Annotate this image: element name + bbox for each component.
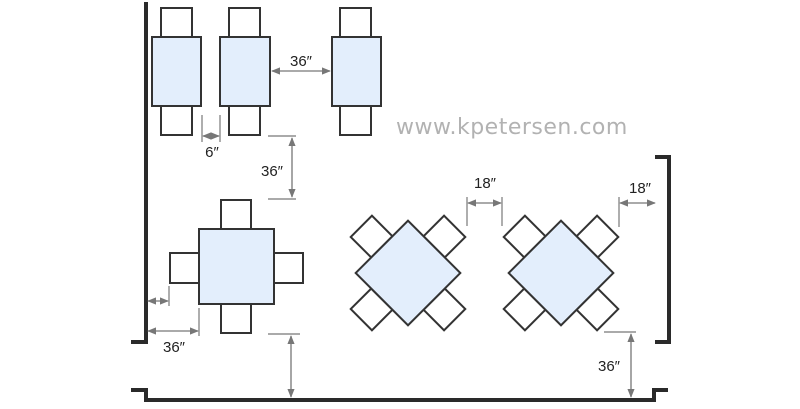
chair (228, 105, 261, 136)
square-table (198, 228, 275, 305)
dimension-chair-gap: 6″ (201, 115, 221, 161)
rectangular-table (331, 36, 382, 107)
dimension-label: 18″ (629, 180, 652, 197)
rect-table-group-1 (151, 7, 202, 136)
right-wall (655, 155, 671, 344)
chair (169, 252, 200, 284)
rectangular-table (219, 36, 271, 107)
chair (339, 105, 372, 136)
dimension-bottom-aisle (268, 333, 300, 398)
chair (220, 303, 252, 334)
dimension-label: 36″ (163, 339, 186, 356)
bottom-wall (131, 388, 668, 402)
diamond-table-group-1 (349, 214, 467, 332)
chair (160, 105, 193, 136)
watermark-text: www.kpetersen.com (396, 115, 628, 140)
dimension-label: 36″ (290, 53, 313, 70)
dimension-between-diamonds: 18″ (466, 175, 503, 226)
dimension-wall-to-chair (147, 286, 170, 306)
chair (272, 252, 304, 284)
square-table-group (169, 199, 304, 334)
dimension-label: 18″ (474, 175, 497, 192)
chair (228, 7, 261, 38)
dimension-label: 36″ (598, 358, 621, 375)
rect-table-group-2 (219, 7, 271, 136)
diamond-table (354, 219, 462, 327)
chair (339, 7, 372, 38)
chair (220, 199, 252, 230)
chair (160, 7, 193, 38)
dimension-diamond-to-wall: 18″ (618, 180, 656, 227)
walls (131, 2, 671, 402)
dimension-aisle-vertical: 36″ (261, 135, 296, 200)
rectangular-table (151, 36, 202, 107)
left-wall (131, 2, 148, 344)
diamond-table-group-2 (502, 214, 620, 332)
dimension-label: 36″ (261, 163, 284, 180)
diamond-table (507, 219, 615, 327)
dimension-bottom-clearance: 36″ (598, 331, 636, 398)
dimension-between-tables: 36″ (271, 53, 331, 75)
dimension-label: 6″ (205, 144, 219, 161)
dimension-wall-to-table: 36″ (147, 308, 200, 356)
rect-table-group-3 (331, 7, 382, 136)
